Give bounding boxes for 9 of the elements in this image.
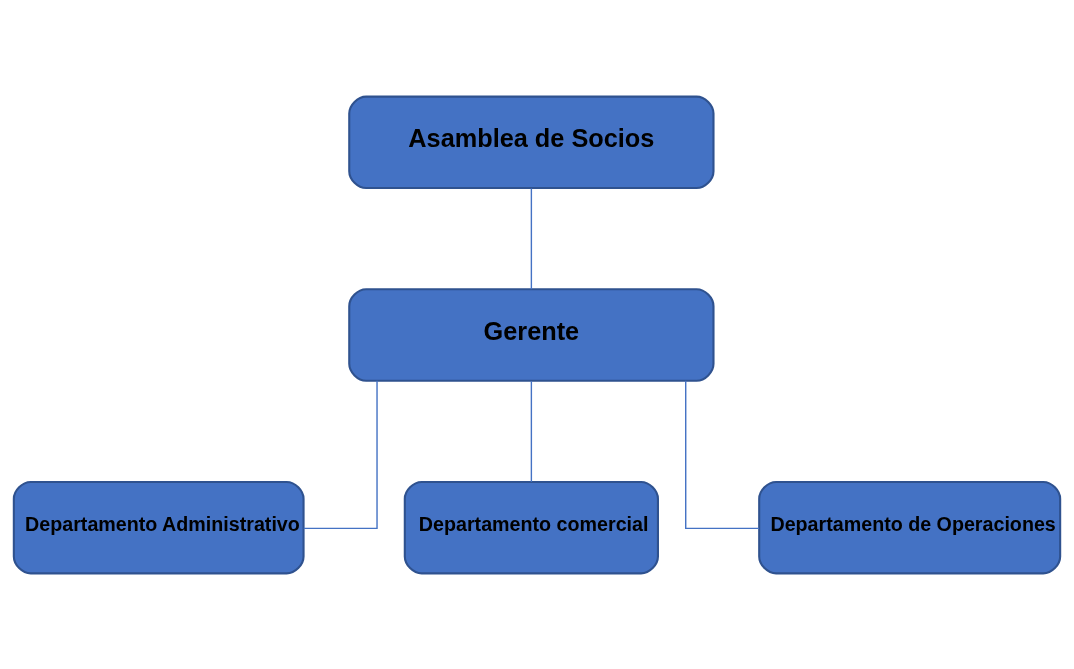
- node-box: Departamento comercial: [403, 480, 659, 574]
- connector: [685, 379, 760, 529]
- node-box: Departamento Administrativo: [12, 480, 305, 574]
- connector: [530, 187, 533, 290]
- connector: [303, 379, 378, 529]
- node-box: Departamento de Operaciones: [758, 480, 1062, 574]
- node-box: Gerente: [348, 287, 715, 382]
- connector: [530, 379, 533, 483]
- node-box: Asamblea de Socios: [348, 95, 715, 189]
